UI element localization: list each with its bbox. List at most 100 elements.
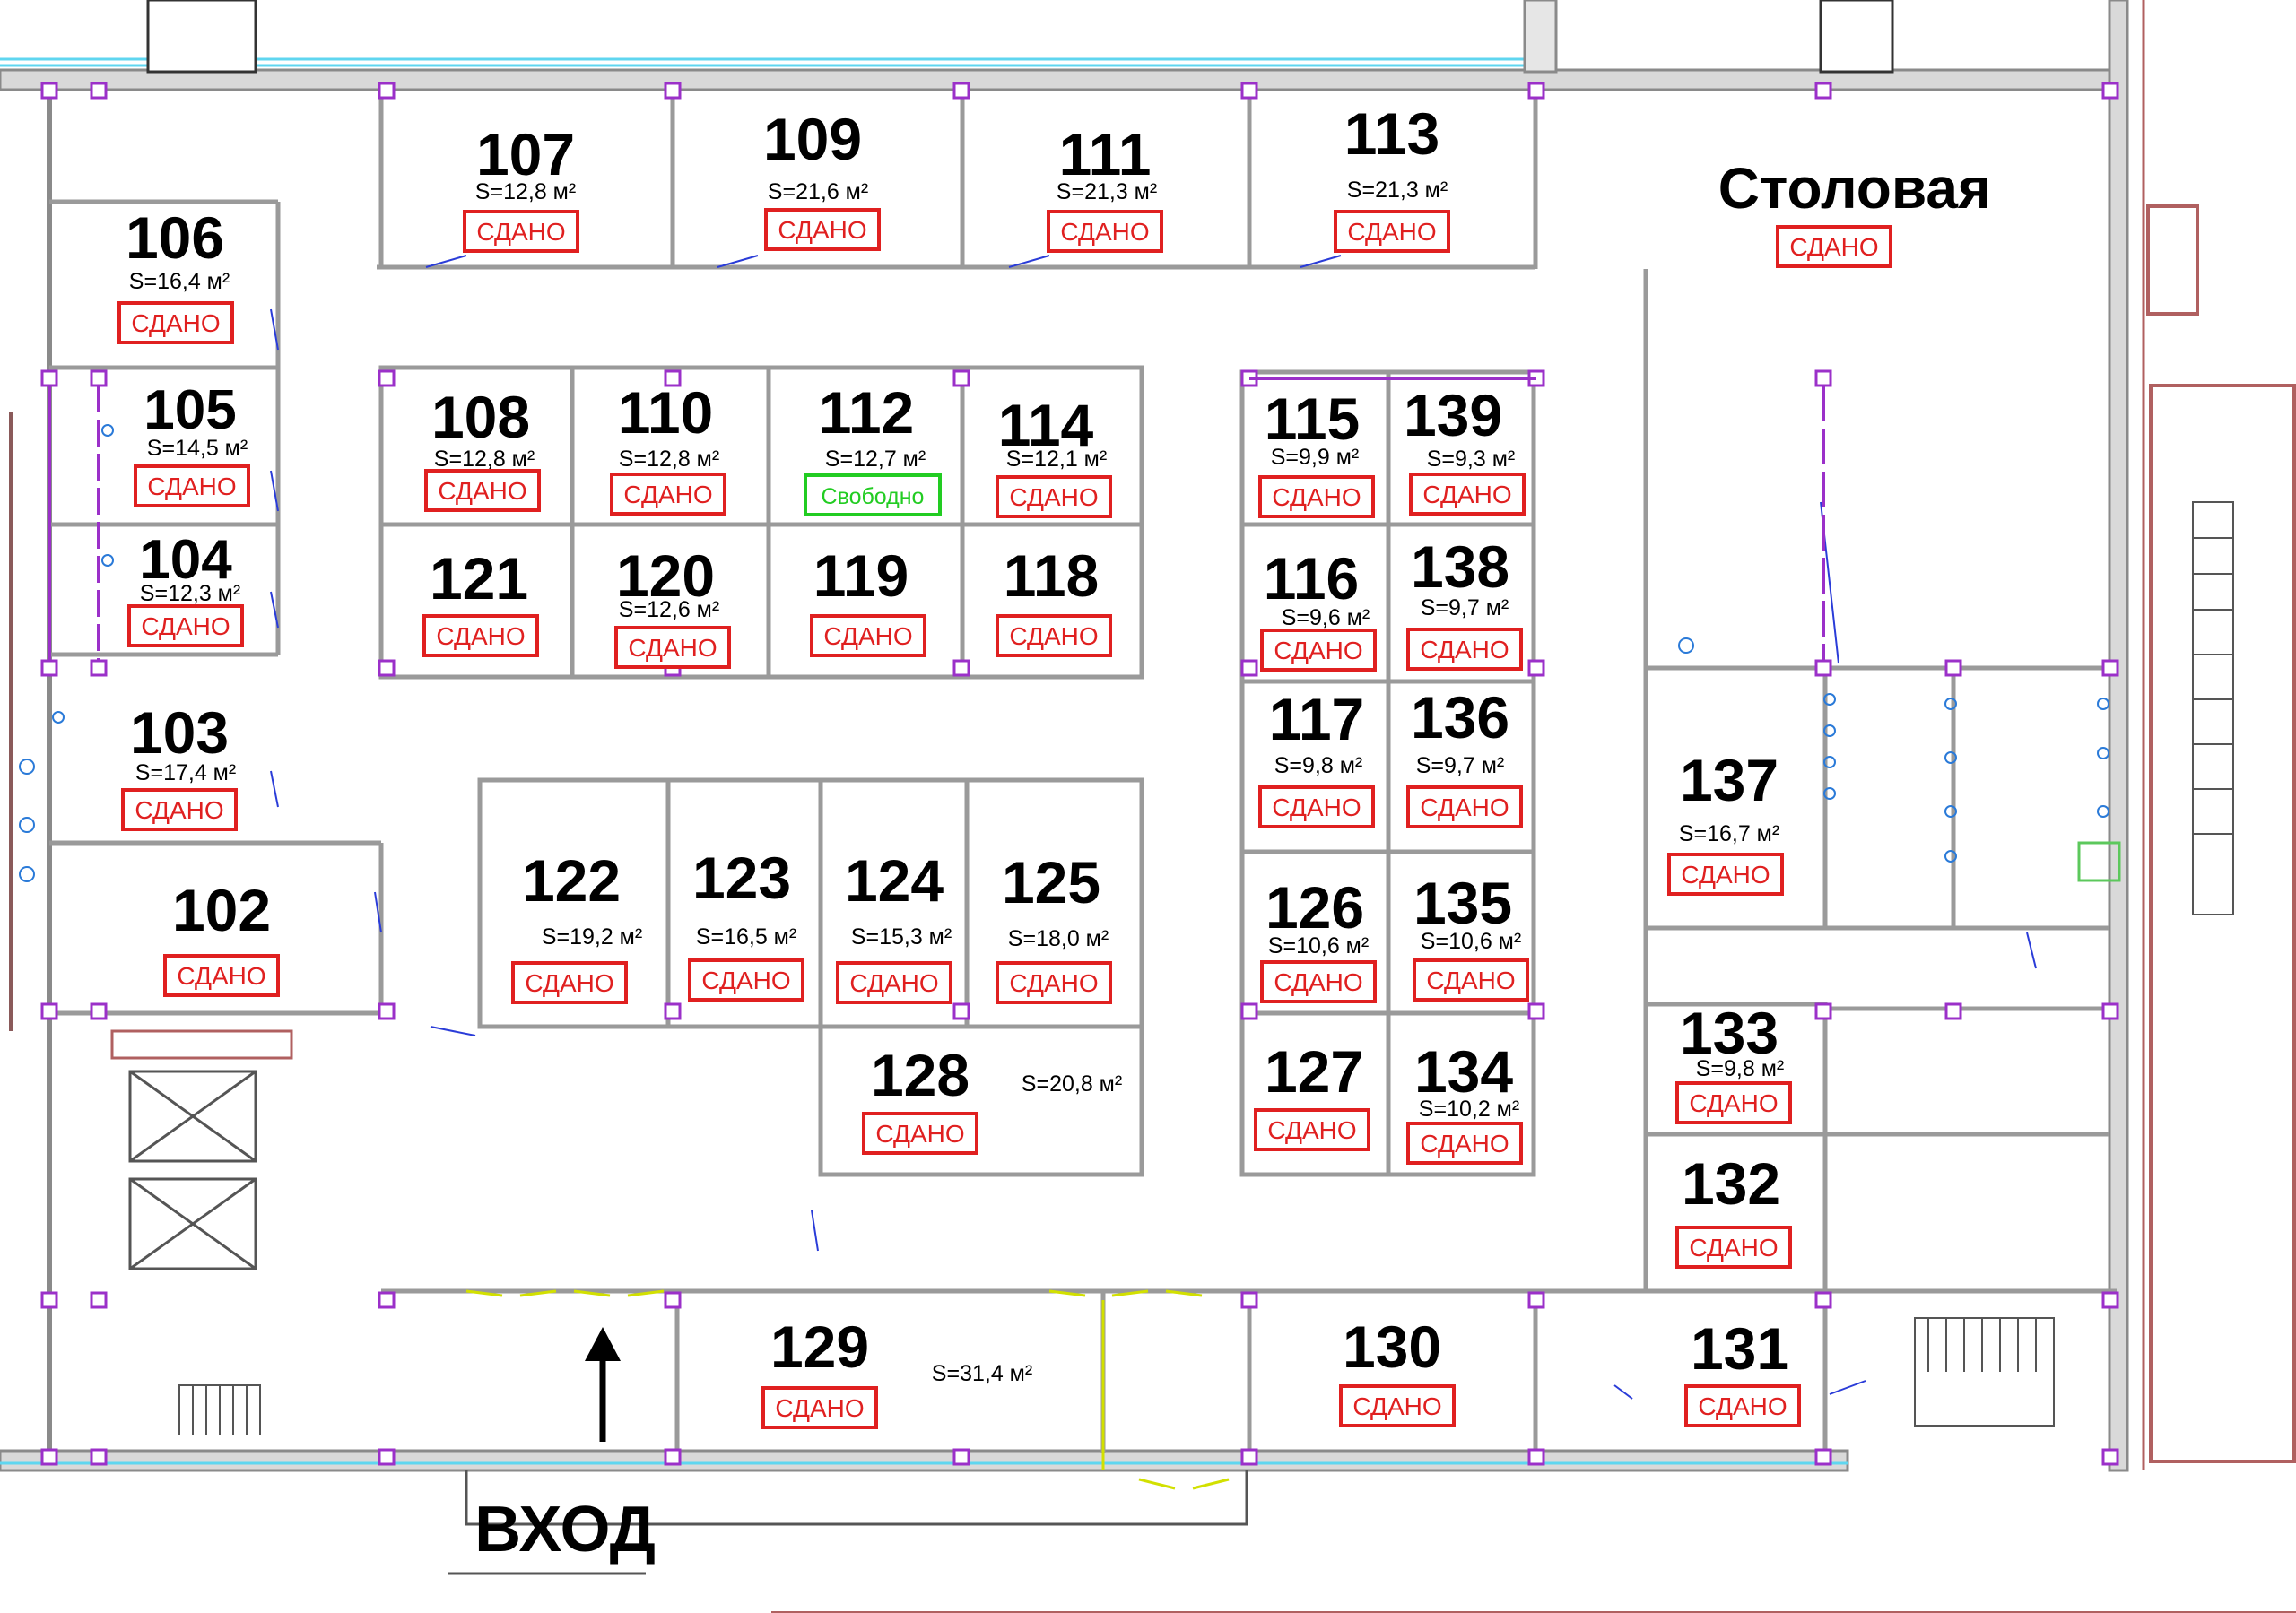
- status-badge-text: СДАНО: [135, 796, 223, 824]
- status-badge-frame: [163, 954, 280, 997]
- room-107-number: 107: [476, 121, 575, 187]
- room-122-area: S=19,2 м²: [542, 924, 642, 950]
- column-lines: [48, 377, 1825, 661]
- columns: [40, 82, 2119, 1466]
- room-133-status: СДАНО: [1675, 1081, 1792, 1124]
- room-136-area: S=9,7 м²: [1416, 753, 1505, 778]
- status-badge-text: СДАНО: [476, 218, 565, 246]
- status-badge-text: СДАНО: [147, 473, 236, 500]
- room-110-number: 110: [618, 379, 713, 446]
- status-badge-text: СДАНО: [1272, 793, 1361, 821]
- room-122-status: СДАНО: [511, 961, 628, 1004]
- room-117-number: 117: [1269, 686, 1364, 752]
- room-138-number: 138: [1411, 533, 1509, 600]
- room-109-status: СДАНО: [764, 208, 881, 251]
- status-badge-frame: [1413, 958, 1529, 1002]
- status-badge-frame: [836, 961, 952, 1004]
- room-102-number: 102: [172, 877, 271, 943]
- room-113-area: S=21,3 м²: [1347, 178, 1448, 203]
- entrance-arrow-icon: [585, 1327, 621, 1442]
- room-113-status: СДАНО: [1334, 210, 1450, 253]
- status-badge-text: СДАНО: [1689, 1234, 1778, 1262]
- status-badge-text: СДАНО: [823, 622, 912, 650]
- status-badge-text: СДАНО: [701, 967, 790, 994]
- room-102-status: СДАНО: [163, 954, 280, 997]
- room-137-status: СДАНО: [1667, 853, 1784, 896]
- room-112-status: Свободно: [804, 473, 942, 516]
- status-badge-frame: [996, 614, 1112, 657]
- status-badge-frame: [764, 208, 881, 251]
- room-119-status: СДАНО: [810, 614, 926, 657]
- room-104-number: 104: [139, 529, 232, 591]
- room-108-number: 108: [431, 384, 530, 450]
- room-133-number: 133: [1680, 1000, 1779, 1066]
- room-123-area: S=16,5 м²: [696, 924, 796, 950]
- room-106-number: 106: [126, 204, 224, 271]
- room-114-area: S=12,1 м²: [1006, 447, 1107, 472]
- room-139-area: S=9,3 м²: [1427, 447, 1516, 472]
- status-badge-frame: [1260, 960, 1377, 1003]
- status-badge-frame: [610, 473, 726, 516]
- status-badge-text: СДАНО: [1420, 793, 1509, 821]
- room-116-area: S=9,6 м²: [1282, 605, 1370, 630]
- status-badge-frame: [127, 604, 244, 647]
- status-badge-text: СДАНО: [778, 216, 866, 244]
- status-badge-text: СДАНО: [1426, 967, 1515, 994]
- room-105-status: СДАНО: [134, 464, 250, 507]
- room-114-status: СДАНО: [996, 475, 1112, 518]
- room-132-status: СДАНО: [1675, 1226, 1792, 1269]
- room-137-area: S=16,7 м²: [1679, 821, 1779, 846]
- room-135-status: СДАНО: [1413, 958, 1529, 1002]
- status-badge-frame: [1047, 210, 1163, 253]
- room-139-status: СДАНО: [1409, 473, 1526, 516]
- room-114-number: 114: [998, 392, 1094, 458]
- room-123-status: СДАНО: [688, 958, 804, 1002]
- status-badge-text: СДАНО: [875, 1120, 964, 1148]
- room-124-area: S=15,3 м²: [851, 924, 952, 950]
- room-119-number: 119: [813, 542, 909, 609]
- room-104-status: СДАНО: [127, 604, 244, 647]
- status-badge-frame: [1776, 225, 1892, 268]
- status-badge-frame: [1675, 1226, 1792, 1269]
- room-121-status: СДАНО: [422, 614, 539, 657]
- room-120-status: СДАНО: [614, 626, 731, 669]
- room-134-number: 134: [1414, 1038, 1513, 1105]
- status-badge-frame: [1409, 473, 1526, 516]
- room-126-number: 126: [1265, 874, 1364, 941]
- status-badge-text: СДАНО: [1009, 622, 1098, 650]
- room-134-status: СДАНО: [1406, 1122, 1523, 1165]
- room-123-number: 123: [692, 845, 791, 911]
- status-badge-frame: [511, 961, 628, 1004]
- status-badge-text: СДАНО: [1420, 1130, 1509, 1158]
- room-108-status: СДАНО: [424, 469, 541, 512]
- status-badge-text: СДАНО: [1267, 1116, 1356, 1144]
- room-108-area: S=12,8 м²: [434, 447, 535, 472]
- room-120-number: 120: [616, 542, 715, 609]
- room-131-status: СДАНО: [1684, 1384, 1801, 1427]
- status-badge-frame: [422, 614, 539, 657]
- room-104-area: S=12,3 м²: [140, 581, 240, 606]
- room-121-number: 121: [430, 545, 528, 611]
- room-124-status: СДАНО: [836, 961, 952, 1004]
- status-badge-frame: [1254, 1108, 1370, 1151]
- shower-cabin: [2077, 841, 2121, 882]
- status-badge-frame: [1406, 785, 1523, 828]
- status-badge-text: СДАНО: [1689, 1089, 1778, 1117]
- room-135-area: S=10,6 м²: [1421, 929, 1521, 954]
- room-111-status: СДАНО: [1047, 210, 1163, 253]
- status-badge-text: СДАНО: [775, 1394, 864, 1422]
- status-badge-frame: [1339, 1384, 1456, 1427]
- room-131-number: 131: [1691, 1315, 1789, 1382]
- status-badge-frame: [1406, 628, 1523, 671]
- room-107-area: S=12,8 м²: [475, 179, 576, 204]
- room-105-area: S=14,5 м²: [147, 436, 248, 461]
- entrance-glazing: [465, 1289, 1230, 1490]
- status-badge-text: СДАНО: [1420, 636, 1509, 663]
- room-129-status: СДАНО: [761, 1386, 878, 1429]
- status-badge-frame: [804, 473, 942, 516]
- interior-walls: [49, 90, 2117, 1453]
- room-105-number: 105: [144, 379, 236, 441]
- room-135-number: 135: [1413, 870, 1512, 936]
